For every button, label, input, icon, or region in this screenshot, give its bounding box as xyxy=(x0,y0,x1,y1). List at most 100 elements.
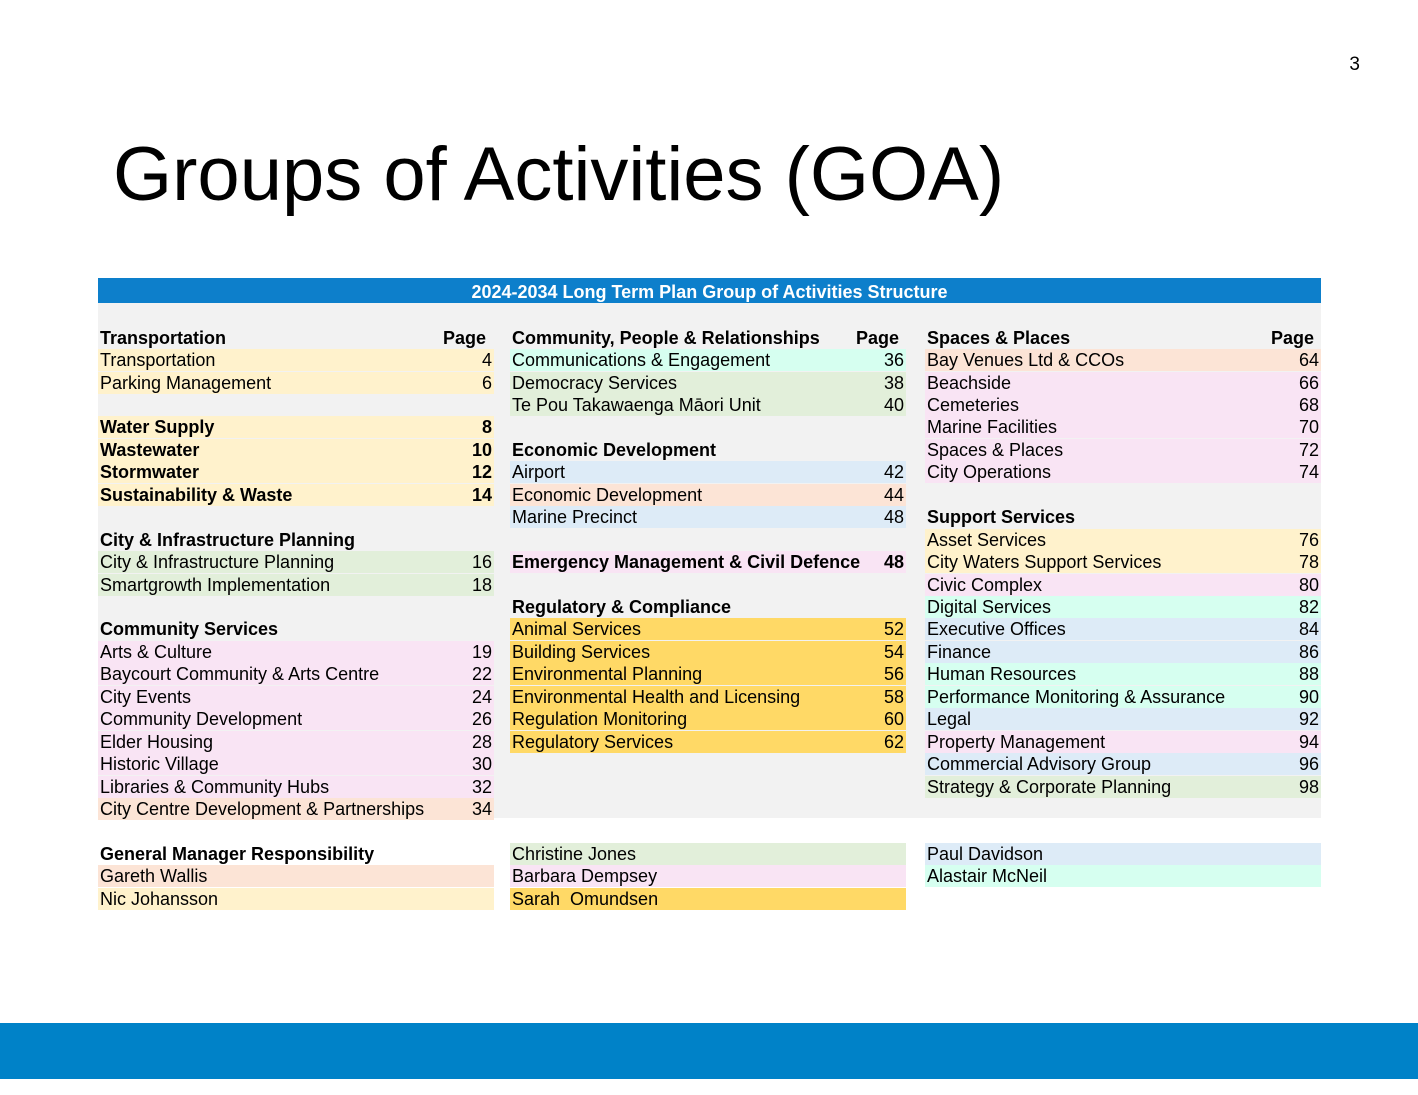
row-label: Transportation xyxy=(100,350,216,370)
table-row: Beachside 66 xyxy=(925,372,1321,394)
table-header: 2024-2034 Long Term Plan Group of Activi… xyxy=(98,278,1321,303)
gm-name: Gareth Wallis xyxy=(100,866,208,886)
row-label: Regulatory Services xyxy=(512,732,674,752)
table-row: Human Resources 88 xyxy=(925,663,1321,685)
table-row: Civic Complex 80 xyxy=(925,574,1321,596)
row-page: 82 xyxy=(1298,597,1319,617)
row-label: City Centre Development & Partnerships xyxy=(100,799,425,819)
page-column-label: Page xyxy=(1270,328,1314,348)
row-page: 34 xyxy=(471,799,492,819)
table-row: Environmental Health and Licensing 58 xyxy=(510,686,906,708)
row-label: Te Pou Takawaenga Māori Unit xyxy=(512,395,761,415)
heading-community-services: Community Services xyxy=(98,618,494,640)
row-label: Building Services xyxy=(512,642,651,662)
heading-support-services: Support Services xyxy=(925,506,1321,528)
row-page: 92 xyxy=(1298,709,1319,729)
table-row: Historic Village 30 xyxy=(98,753,494,775)
table-row: Property Management 94 xyxy=(925,731,1321,753)
row-page: 62 xyxy=(883,732,904,752)
row-page: 12 xyxy=(471,462,492,482)
table-row: Environmental Planning 56 xyxy=(510,663,906,685)
row-label: Airport xyxy=(512,462,566,482)
table-row: City Operations 74 xyxy=(925,461,1321,483)
table-row: Baycourt Community & Arts Centre 22 xyxy=(98,663,494,685)
heading-spaces-places: Spaces & Places Page xyxy=(925,327,1321,349)
row-page: 70 xyxy=(1298,417,1319,437)
row-page: 42 xyxy=(883,462,904,482)
row-label: Elder Housing xyxy=(100,732,214,752)
table-row: Communications & Engagement 36 xyxy=(510,349,906,371)
table-row: Cemeteries 68 xyxy=(925,394,1321,416)
table-row: Stormwater 12 xyxy=(98,461,494,483)
row-page: 84 xyxy=(1298,619,1319,639)
row-page: 80 xyxy=(1298,575,1319,595)
gm-name: Nic Johansson xyxy=(100,889,219,909)
table-row: Asset Services 76 xyxy=(925,529,1321,551)
row-label: Economic Development xyxy=(512,485,703,505)
row-page: 26 xyxy=(471,709,492,729)
row-label: Executive Offices xyxy=(927,619,1066,639)
table-row: Democracy Services 38 xyxy=(510,372,906,394)
row-label: Environmental Health and Licensing xyxy=(512,687,801,707)
page-column-label: Page xyxy=(442,328,486,348)
row-page: 60 xyxy=(883,709,904,729)
heading-label: Economic Development xyxy=(512,440,717,460)
row-page: 68 xyxy=(1298,395,1319,415)
row-label: Cemeteries xyxy=(927,395,1020,415)
table-row: Emergency Management & Civil Defence 48 xyxy=(510,551,906,573)
table-row: Marine Facilities 70 xyxy=(925,416,1321,438)
row-label: Wastewater xyxy=(100,440,200,460)
row-page: 14 xyxy=(471,485,492,505)
row-page: 96 xyxy=(1298,754,1319,774)
row-label: Libraries & Community Hubs xyxy=(100,777,330,797)
heading-label: City & Infrastructure Planning xyxy=(100,530,356,550)
row-page: 32 xyxy=(471,777,492,797)
table-row: City Events 24 xyxy=(98,686,494,708)
row-page: 10 xyxy=(471,440,492,460)
heading-label: Spaces & Places xyxy=(927,328,1071,348)
row-page: 98 xyxy=(1298,777,1319,797)
heading-regulatory-compliance: Regulatory & Compliance xyxy=(510,596,906,618)
row-page: 66 xyxy=(1298,373,1319,393)
heading-transportation: Transportation Page xyxy=(98,327,494,349)
row-page: 94 xyxy=(1298,732,1319,752)
row-page: 52 xyxy=(883,619,904,639)
row-label: Smartgrowth Implementation xyxy=(100,575,331,595)
heading-economic-development: Economic Development xyxy=(510,439,906,461)
row-label: Community Development xyxy=(100,709,303,729)
row-page: 76 xyxy=(1298,530,1319,550)
row-label: Historic Village xyxy=(100,754,219,774)
gm-row: Sarah Omundsen xyxy=(510,888,906,910)
gm-row: Alastair McNeil xyxy=(925,865,1321,887)
row-page: 74 xyxy=(1298,462,1319,482)
row-label: Marine Precinct xyxy=(512,507,638,527)
row-page: 22 xyxy=(471,664,492,684)
row-label: Commercial Advisory Group xyxy=(927,754,1152,774)
row-page: 44 xyxy=(883,485,904,505)
heading-label: Community, People & Relationships xyxy=(512,328,820,348)
row-page: 36 xyxy=(883,350,904,370)
row-page: 19 xyxy=(471,642,492,662)
page-column-label: Page xyxy=(855,328,899,348)
table-row: Finance 86 xyxy=(925,641,1321,663)
heading-community-people: Community, People & Relationships Page xyxy=(510,327,906,349)
table-row: Te Pou Takawaenga Māori Unit 40 xyxy=(510,394,906,416)
table-row: Arts & Culture 19 xyxy=(98,641,494,663)
row-label: City Operations xyxy=(927,462,1052,482)
row-page: 8 xyxy=(481,417,492,437)
table-row: City Centre Development & Partnerships 3… xyxy=(98,798,494,820)
table-row: Performance Monitoring & Assurance 90 xyxy=(925,686,1321,708)
row-page: 18 xyxy=(471,575,492,595)
page-number: 3 xyxy=(1349,54,1360,75)
row-label: Bay Venues Ltd & CCOs xyxy=(927,350,1125,370)
page-title: Groups of Activities (GOA) xyxy=(113,132,1005,217)
gm-name: Sarah Omundsen xyxy=(512,889,659,909)
footer-bar xyxy=(0,1023,1418,1079)
row-page: 16 xyxy=(471,552,492,572)
table-row: City Waters Support Services 78 xyxy=(925,551,1321,573)
row-page: 72 xyxy=(1298,440,1319,460)
table-row: Sustainability & Waste 14 xyxy=(98,484,494,506)
row-page: 48 xyxy=(883,507,904,527)
row-label: City & Infrastructure Planning xyxy=(100,552,335,572)
row-page: 56 xyxy=(883,664,904,684)
